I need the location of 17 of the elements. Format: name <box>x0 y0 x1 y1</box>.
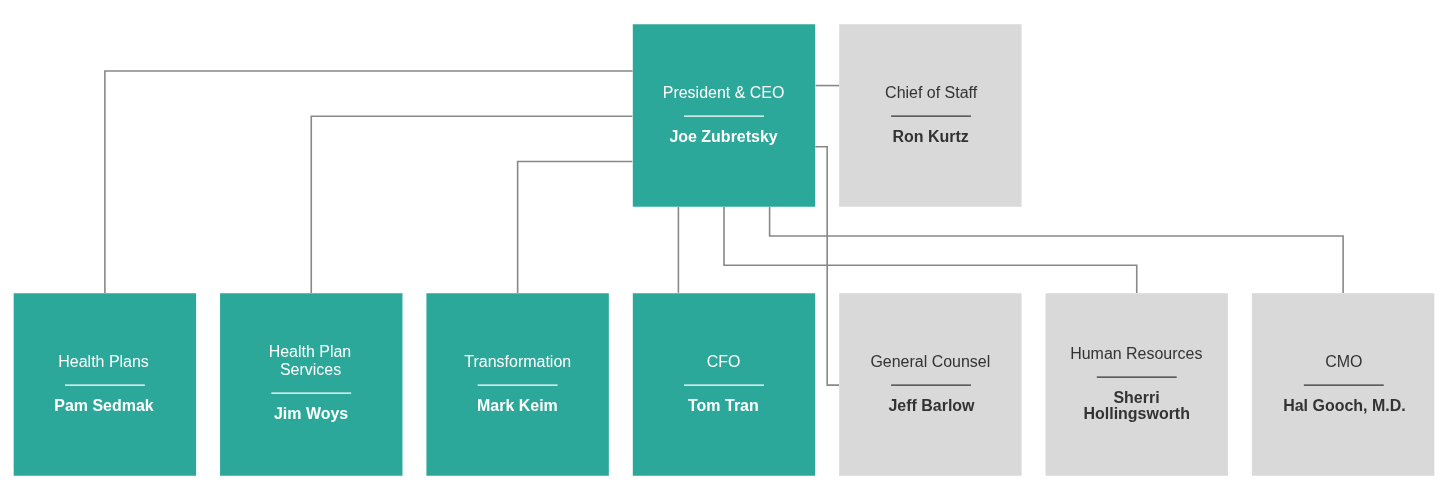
connector <box>723 205 1138 294</box>
connector <box>768 205 1344 294</box>
connector <box>516 160 634 294</box>
connector <box>814 145 840 386</box>
connector <box>104 69 634 294</box>
connector <box>814 84 840 86</box>
node-box: Chief of Staff Ron Kurtz <box>839 23 1022 207</box>
node-box: General Counsel Jeff Barlow <box>839 292 1022 476</box>
node-box: CMO Hal Gooch, M.D. <box>1251 292 1435 476</box>
connector <box>310 114 634 294</box>
node-box: Human Resources Sherri Hollingsworth <box>1045 292 1228 476</box>
node-box: President & CEO Joe Zubretsky <box>632 23 816 207</box>
connector <box>677 205 680 294</box>
node-box: Transformation Mark Keim <box>426 292 609 476</box>
node-box: Health Plans Pam Sedmak <box>13 292 197 476</box>
node-box: Health Plan Services Jim Woys <box>220 292 403 476</box>
node-box: CFO Tom Tran <box>632 292 816 476</box>
